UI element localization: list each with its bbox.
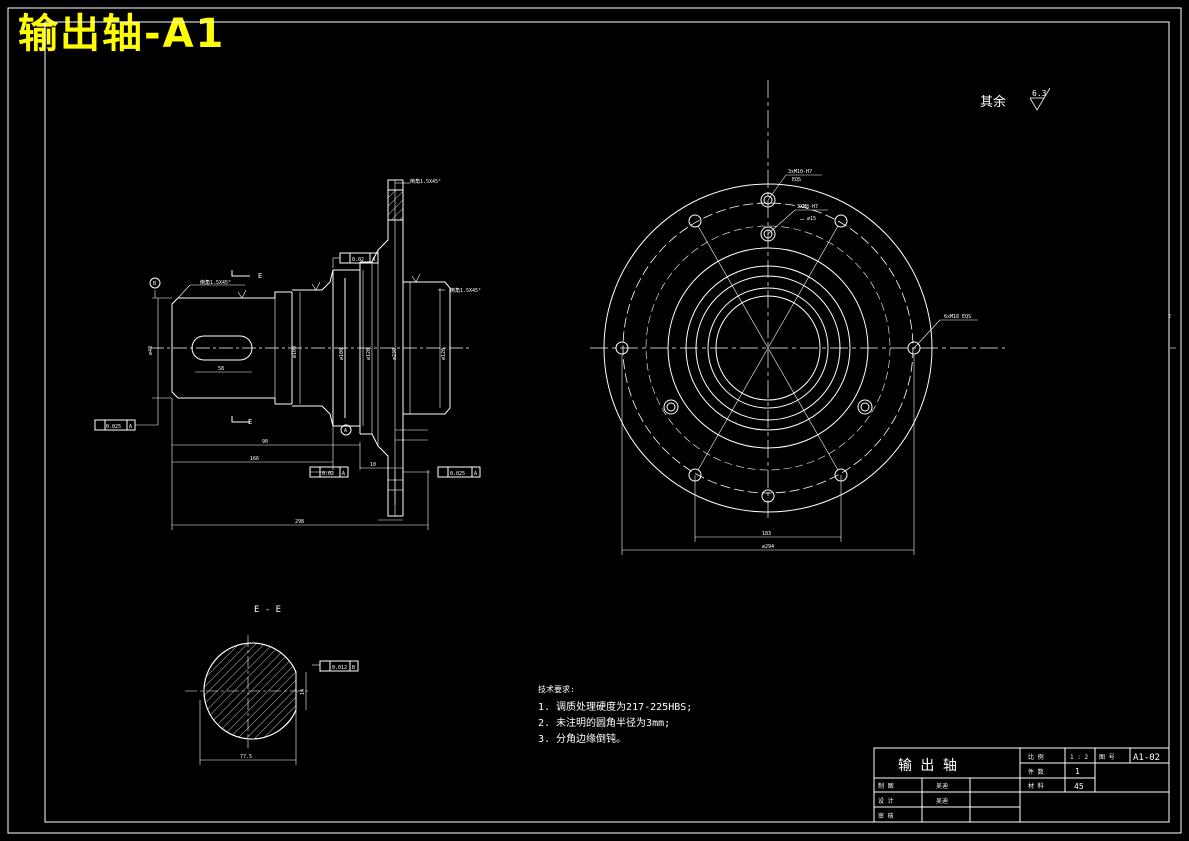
tol-runout-bottom-text: 0.02 [322,471,334,477]
datum-b-sec-text: B [352,665,355,671]
datum-b-label: B [153,281,156,287]
datum-a-left-text: A [129,424,132,430]
dim-dia-seat: ⌀100 [339,348,345,360]
tech-note-3: 3. 分角边缘倒钝。 [538,732,626,745]
datum-a-bottom-text: A [342,471,345,477]
tol-key-sym-text: 0.012 [332,665,347,671]
tb-scale-value: 1 : 2 [1070,754,1088,761]
tb-design-label: 设 计 [878,797,894,805]
dim-section-w: 77.5 [240,754,252,760]
tol-round-left-text: 0.025 [106,424,121,430]
dim-len-2: 166 [250,456,259,462]
dim-dia-mid: ⌀100 [292,346,298,358]
dim-outer: ⌀294 [762,544,774,550]
title-block [873,747,1170,823]
tb-drawn-name: 吴迪 [936,782,948,790]
roughness-value: 6.3 [1032,89,1047,98]
tech-note-2: 2. 未注明的圆角半径为3mm; [538,716,670,729]
section-mark-bottom: E [248,418,252,426]
section-mark-top: E [258,272,262,280]
datum-a-label: A [344,428,347,434]
tech-notes-heading: 技术要求: [538,684,575,694]
hole-right-text: 6xM18 EQS [944,314,971,320]
flange-front-view [590,80,1176,555]
dim-dia-key: ⌀48 [148,346,154,355]
tb-qty-label: 件 数 [1028,768,1044,776]
hole-mid-text: 3XM8-H7 [797,204,818,210]
tb-material-label: 材 料 [1028,782,1044,790]
drawing-title: 输出轴-A1 [18,11,226,57]
section-annotations: E - E 77.5 14 0.012 B [240,605,355,760]
dim-dia-face: ⌀120 [366,348,372,360]
tb-qty-value: 1 [1075,767,1080,776]
dim-key-w: 14 [300,689,306,695]
dim-flange-w: 10 [370,462,376,468]
dim-dia-right: ⌀120 [441,348,447,360]
tol-runout-top-text: 0.02 [352,257,364,263]
hole-top2-text: EQS [792,177,801,183]
tb-part-name: 输 出 轴 [898,758,957,774]
tb-drawn-label: 制 图 [878,782,894,790]
hole-top-text: 3xM10-H7 [788,169,812,175]
tb-drawing-no-label: 图 号 [1099,754,1115,761]
shaft-annotations: 倒角1.5X45° 倒角1.5X45° 倒角1.5X45° 0.02 A 0.0… [106,178,481,525]
chamfer-right-text: 倒角1.5X45° [450,287,481,294]
roughness-label: 其余 [980,94,1006,110]
inner-frame [44,21,1170,823]
tb-material-value: 45 [1074,782,1084,791]
shaft-side-view [94,179,481,530]
section-ee-view [185,635,359,765]
section-label: E - E [254,605,281,615]
tb-design-name: 吴迪 [936,797,948,805]
outer-frame [7,7,1182,834]
tb-scale-label: 比 例 [1028,753,1044,761]
chamfer-top-text: 倒角1.5X45° [410,178,441,185]
hole-mid2-text: ⌴ ⌀15 [800,216,816,222]
title-block-text: 输 出 轴 比 例 1 : 2 图 号 A1-02 件 数 1 材 料 45 制… [878,753,1160,820]
flange-annotations: 3xM10-H7 EQS 3XM8-H7 ⌴ ⌀15 6xM18 EQS 183… [762,89,1171,550]
tol-round-right-text: 0.025 [450,471,465,477]
dim-dia-hub: ⌀230 [392,348,398,360]
dim-len-total: 298 [295,519,304,525]
chamfer-left-text: 倒角1.5X45° [200,279,231,286]
tb-drawing-no: A1-02 [1133,753,1160,763]
dim-key-len: 58 [218,366,224,372]
datum-a-top-text: A [372,257,375,263]
tb-check-label: 审 核 [878,812,894,820]
datum-a-right-text: A [474,471,477,477]
tech-note-1: 1. 调质处理硬度为217-225HBS; [538,700,692,713]
side-marker: E [1168,314,1171,320]
dim-len-1: 90 [262,439,268,445]
dim-bolt-circle: 183 [762,531,771,537]
tech-notes: 技术要求: 1. 调质处理硬度为217-225HBS; 2. 未注明的圆角半径为… [538,684,692,745]
